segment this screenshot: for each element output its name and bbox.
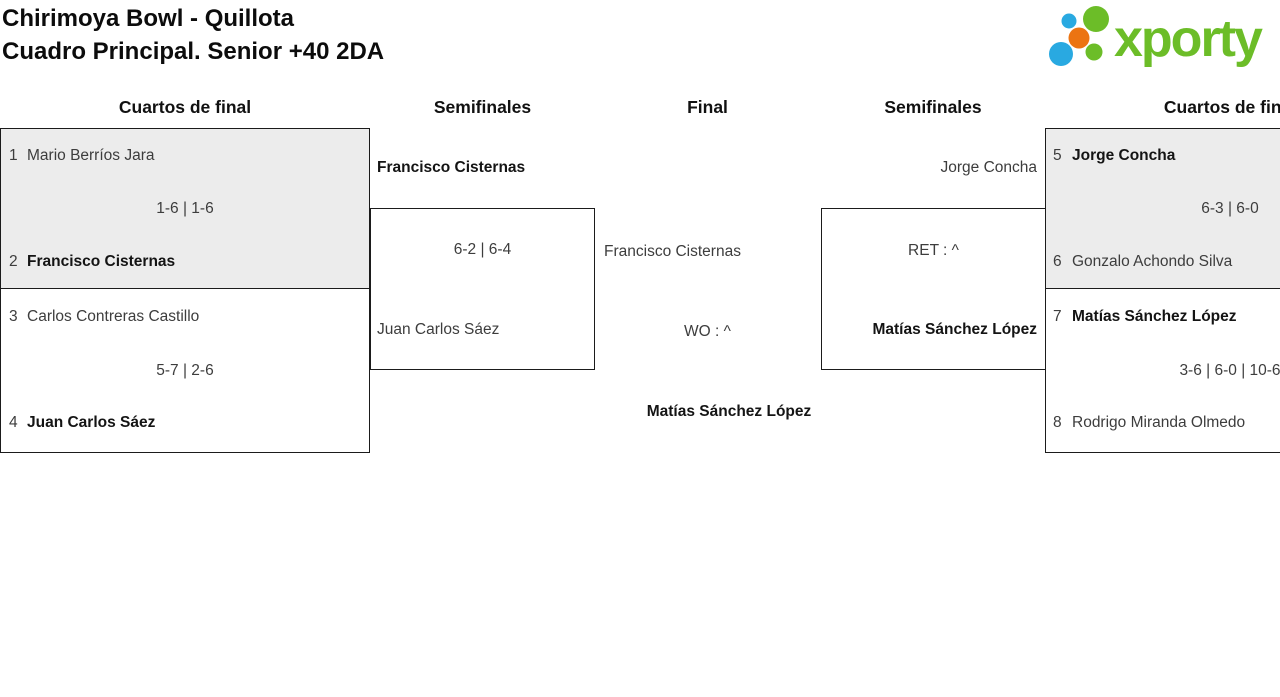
qf-left-2-seed-1: 3 (9, 308, 18, 325)
qf-right-2-seed-1: 7 (1053, 308, 1062, 325)
match-box-qf-right-2[interactable] (1045, 288, 1280, 453)
qf-right-1-seed-2: 6 (1053, 253, 1062, 270)
match-box-sf-right[interactable] (821, 208, 1046, 370)
sf-right-score: RET : ^ (908, 242, 959, 259)
qf-right-2-player-2: Rodrigo Miranda Olmedo (1072, 414, 1246, 431)
final-champion: Matías Sánchez López (646, 403, 812, 420)
qf-right-2-seed-2: 8 (1053, 414, 1062, 431)
qf-right-1-score: 6-3 | 6-0 (1201, 200, 1259, 217)
qf-left-2-player-1: Carlos Contreras Castillo (27, 308, 200, 325)
match-box-qf-right-1[interactable] (1045, 128, 1280, 289)
sf-right-player-2: Matías Sánchez López (872, 321, 1037, 338)
qf-right-1-player-1: Jorge Concha (1072, 147, 1176, 164)
xporty-dots-icon (1049, 6, 1109, 66)
xporty-logo[interactable]: xporty (1048, 4, 1280, 68)
sf-left-player-1: Francisco Cisternas (377, 159, 526, 176)
sf-left-score: 6-2 | 6-4 (453, 241, 512, 258)
final-score: WO : ^ (684, 323, 731, 340)
qf-left-1-player-2: Francisco Cisternas (27, 253, 176, 270)
sf-right-player-1: Jorge Concha (940, 159, 1037, 176)
category-subtitle: Cuadro Principal. Senior +40 2DA (2, 38, 385, 65)
round-header-sf-left: Semifinales (433, 97, 532, 117)
qf-left-2-player-2: Juan Carlos Sáez (27, 414, 156, 431)
sf-left-player-2: Juan Carlos Sáez (377, 321, 500, 338)
qf-left-1-seed-1: 1 (9, 147, 18, 164)
qf-left-2-score: 5-7 | 2-6 (156, 362, 214, 379)
final-player-1: Francisco Cisternas (604, 243, 741, 260)
match-box-qf-left-1[interactable] (0, 128, 370, 289)
qf-right-2-score: 3-6 | 6-0 | 10-6 (1179, 362, 1280, 379)
qf-right-2-player-1: Matías Sánchez López (1072, 308, 1237, 325)
qf-left-1-seed-2: 2 (9, 253, 18, 270)
qf-left-1-score: 1-6 | 1-6 (156, 200, 214, 217)
qf-left-1-player-1: Mario Berríos Jara (27, 147, 155, 164)
round-header-sf-right: Semifinales (884, 97, 982, 117)
xporty-logo-text: xporty (1114, 10, 1263, 68)
qf-right-1-seed-1: 5 (1053, 147, 1062, 164)
tournament-title: Chirimoya Bowl - Quillota (2, 5, 295, 32)
qf-left-2-seed-2: 4 (9, 414, 18, 431)
round-header-qf-right: Cuartos de final (1163, 97, 1280, 117)
match-box-qf-left-2[interactable] (0, 288, 370, 453)
round-header-final: Final (687, 97, 728, 117)
qf-right-1-player-2: Gonzalo Achondo Silva (1072, 253, 1233, 270)
match-box-sf-left[interactable] (370, 208, 595, 370)
round-header-qf-left: Cuartos de final (118, 97, 252, 117)
